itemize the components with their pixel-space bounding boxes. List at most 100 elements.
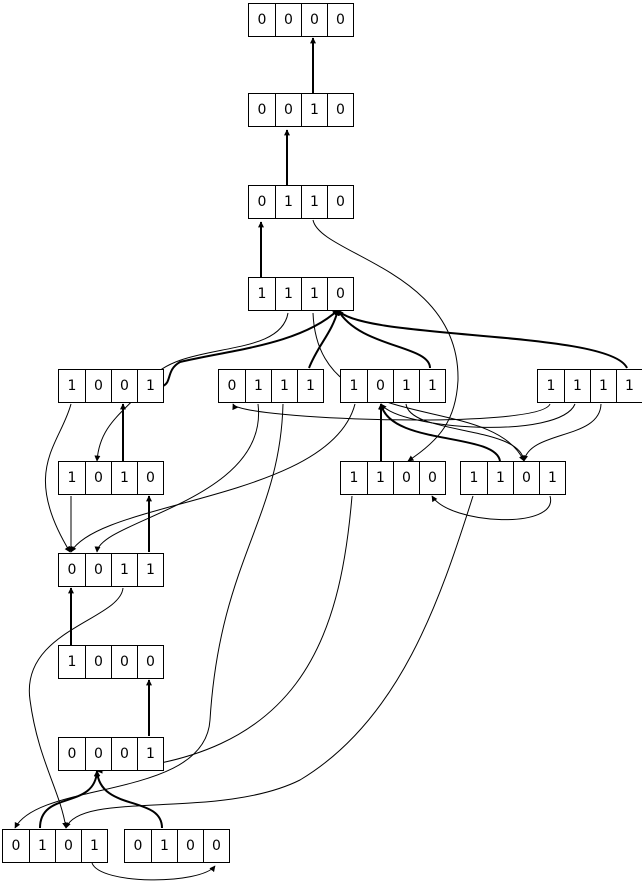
bit-cell: 0 <box>419 462 445 494</box>
bit-cell: 1 <box>367 462 393 494</box>
bit-cell: 1 <box>349 470 359 486</box>
bit-cell: 1 <box>419 370 445 402</box>
bit-cell: 0 <box>513 462 539 494</box>
state-node-1001: 1 0 0 1 <box>58 369 164 403</box>
edge-0101-to-0100 <box>91 862 216 881</box>
bit-cell: 0 <box>327 94 353 126</box>
bit-cell: 1 <box>245 370 271 402</box>
bit-cell: 1 <box>257 286 267 302</box>
bit-cell: 1 <box>616 370 642 402</box>
state-node-1101: 1 1 0 1 <box>460 461 566 495</box>
bit-cell: 1 <box>301 278 327 310</box>
bit-cell: 0 <box>133 838 143 854</box>
bit-cell: 1 <box>564 370 590 402</box>
bit-cell: 1 <box>137 370 163 402</box>
bit-cell: 0 <box>67 562 77 578</box>
bit-cell: 1 <box>469 470 479 486</box>
bit-cell: 1 <box>111 554 137 586</box>
edge-1001-to-1110 <box>162 309 339 387</box>
bit-cell: 0 <box>275 94 301 126</box>
bit-cell: 1 <box>297 370 323 402</box>
edge-1111-to-0111 <box>232 403 551 421</box>
edge-1001-to-0011 <box>44 403 72 553</box>
bit-cell: 0 <box>137 462 163 494</box>
edge-1101-to-0101 <box>65 495 474 829</box>
bit-cell: 1 <box>349 378 359 394</box>
edge-1011-to-1101 <box>405 403 527 462</box>
edge-0110-to-1100 <box>312 219 459 462</box>
bit-cell: 0 <box>275 4 301 36</box>
bit-cell: 0 <box>203 830 229 862</box>
bit-cell: 1 <box>29 830 55 862</box>
bit-cell: 1 <box>301 186 327 218</box>
edge-0100-to-0001 <box>94 770 163 829</box>
state-node-0101: 0 1 0 1 <box>2 829 108 863</box>
edge-1111-to-1110 <box>337 309 628 369</box>
bit-cell: 0 <box>327 4 353 36</box>
state-node-1010: 1 0 1 0 <box>58 461 164 495</box>
edge-1101-to-1100 <box>431 495 551 521</box>
bit-cell: 0 <box>177 830 203 862</box>
bit-cell: 1 <box>546 378 556 394</box>
bit-cell: 0 <box>111 370 137 402</box>
bit-cell: 0 <box>85 370 111 402</box>
state-node-0011: 0 0 1 1 <box>58 553 164 587</box>
state-node-0100: 0 1 0 0 <box>124 829 230 863</box>
state-node-1011: 1 0 1 1 <box>340 369 446 403</box>
state-node-0000: 0 0 0 0 <box>248 3 354 37</box>
state-node-1100: 1 1 0 0 <box>340 461 446 495</box>
edge-1101-to-1011 <box>379 403 501 462</box>
bit-cell: 0 <box>85 738 111 770</box>
bit-cell: 0 <box>393 462 419 494</box>
state-node-0111: 0 1 1 1 <box>218 369 324 403</box>
bit-cell: 1 <box>151 830 177 862</box>
bit-cell: 0 <box>301 4 327 36</box>
edge-0111-to-0011 <box>94 403 259 553</box>
bit-cell: 0 <box>257 194 267 210</box>
state-node-1110: 1 1 1 0 <box>248 277 354 311</box>
bit-cell: 0 <box>227 378 237 394</box>
bit-cell: 1 <box>487 462 513 494</box>
edge-1011-to-0011 <box>70 403 356 553</box>
bit-cell: 1 <box>275 278 301 310</box>
state-node-0110: 0 1 1 0 <box>248 185 354 219</box>
bit-cell: 1 <box>590 370 616 402</box>
edge-0111-to-0101 <box>14 403 284 829</box>
edge-1011-to-1110 <box>337 309 431 369</box>
bit-cell: 1 <box>67 470 77 486</box>
bit-cell: 1 <box>393 370 419 402</box>
state-node-1111: 1 1 1 1 <box>537 369 642 403</box>
bit-cell: 1 <box>539 462 565 494</box>
bit-cell: 1 <box>81 830 107 862</box>
bit-cell: 0 <box>85 646 111 678</box>
bit-cell: 0 <box>257 12 267 28</box>
bit-cell: 1 <box>111 462 137 494</box>
edge-1111-to-1011 <box>380 403 576 428</box>
bit-cell: 1 <box>301 94 327 126</box>
bit-cell: 0 <box>327 186 353 218</box>
bit-cell: 1 <box>67 378 77 394</box>
bit-cell: 1 <box>67 654 77 670</box>
bit-cell: 0 <box>257 102 267 118</box>
bit-cell: 0 <box>111 646 137 678</box>
bit-cell: 0 <box>67 746 77 762</box>
bit-cell: 0 <box>11 838 21 854</box>
bit-cell: 1 <box>275 186 301 218</box>
state-node-0010: 0 0 1 0 <box>248 93 354 127</box>
bit-cell: 1 <box>137 554 163 586</box>
edge-0011-to-0101 <box>28 587 124 829</box>
edge-0101-to-0001 <box>39 770 100 829</box>
bit-cell: 1 <box>271 370 297 402</box>
edge-1111-to-1101 <box>522 403 602 462</box>
bit-cell: 0 <box>111 738 137 770</box>
bit-cell: 0 <box>137 646 163 678</box>
bit-cell: 0 <box>55 830 81 862</box>
edge-1100-to-0001 <box>96 495 353 774</box>
bit-cell: 1 <box>137 738 163 770</box>
bit-cell: 0 <box>327 278 353 310</box>
state-node-0001: 0 0 0 1 <box>58 737 164 771</box>
state-node-1000: 1 0 0 0 <box>58 645 164 679</box>
bit-cell: 0 <box>85 462 111 494</box>
